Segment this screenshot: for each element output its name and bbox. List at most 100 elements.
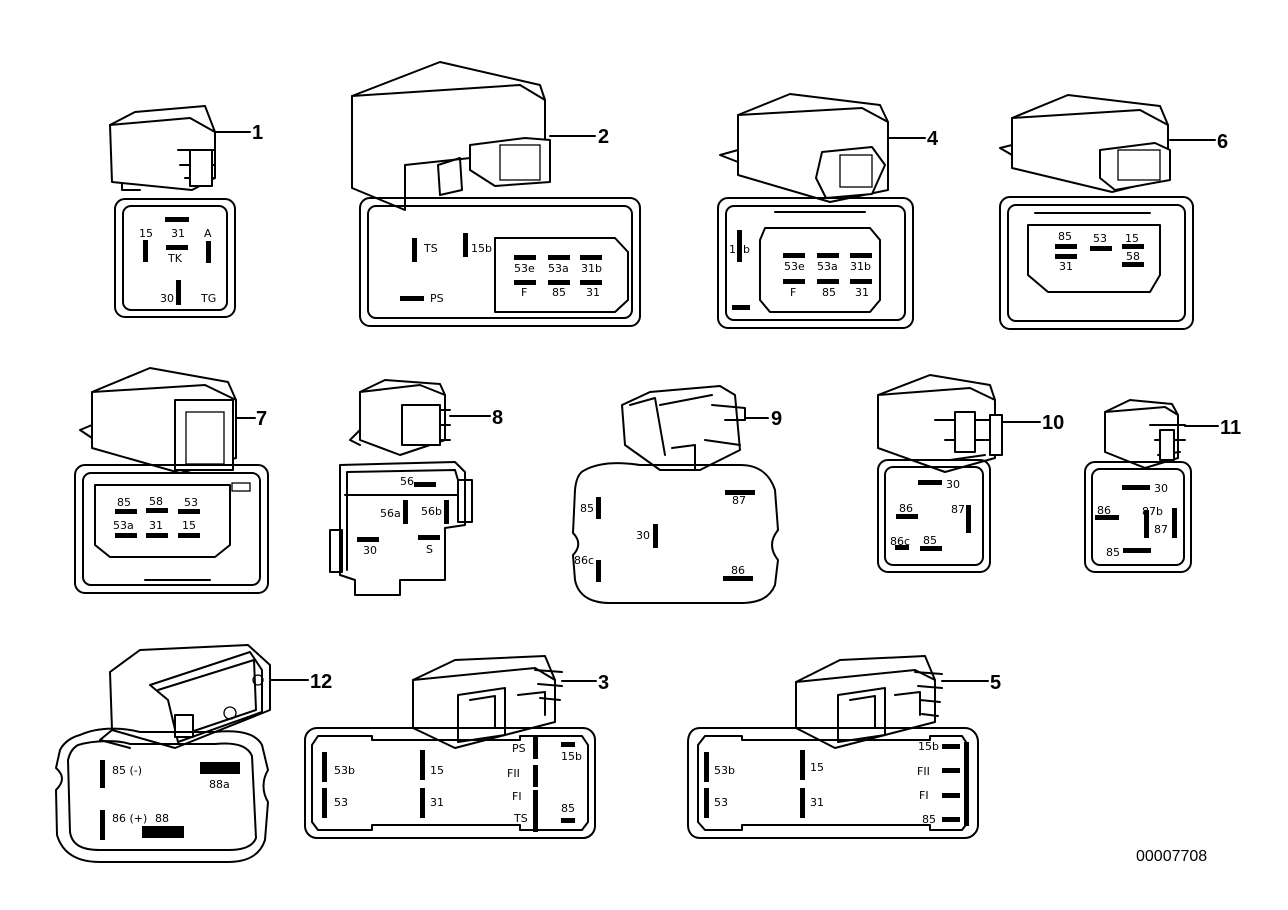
relay-5-pin-label: 85 (922, 813, 936, 826)
relay-10-pin-label: 85 (923, 534, 937, 547)
relay-4-pinout: 15b 53e 53a 31b F 85 31 (717, 197, 914, 329)
relay-3-pin-label: PS (512, 742, 526, 755)
relay-10-pin-label: 30 (946, 478, 960, 491)
relay-6-pinout: 85 53 15 31 58 (999, 196, 1194, 330)
relay-9-callout: 9 (771, 408, 782, 430)
relay-5-pinout: 53b 15 15b FII 53 31 FI 85 (687, 727, 979, 839)
relay-3-pin-label: FI (512, 790, 522, 803)
relay-5: 5 53b 15 15b FII 53 31 FI 85 (687, 655, 1001, 839)
relay-7-pin-label: 85 (117, 496, 131, 509)
relay-10-pin-label: 87 (951, 503, 965, 516)
relay-12-pin-label: 85 (-) (112, 764, 142, 777)
relay-1-pinout: 31 15 A TK 30 TG (114, 198, 236, 318)
relay-4-body (719, 93, 926, 203)
relay-2-pin-label: 15b (471, 242, 492, 255)
relay-3-pin-label: 85 (561, 802, 575, 815)
relay-4-pin-label: 85 (822, 286, 836, 299)
relay-7: 7 85 58 53 53a 31 15 (74, 367, 269, 594)
relay-11-pin-label: 85 (1106, 546, 1120, 559)
relay-12-body (99, 644, 309, 749)
relay-4-pin-label: 31b (850, 260, 871, 273)
relay-3-pin-label: 15 (430, 764, 444, 777)
relay-1-callout: 1 (252, 122, 263, 144)
relay-9-pin-label: 30 (636, 529, 650, 542)
relay-10-pin-label: 86c (890, 535, 910, 548)
relay-3-body (412, 655, 597, 749)
relay-9-pin-label: 86 (731, 564, 745, 577)
relay-7-pinout: 85 58 53 53a 31 15 (74, 464, 269, 594)
relay-5-body (795, 655, 989, 749)
relay-3-pinout: 53b 15 PS 15b FII 53 31 FI 85 TS (304, 727, 596, 839)
relay-8-pin-label: 56b (421, 505, 442, 518)
relay-1-body (109, 105, 251, 191)
relay-12-pin-label: 86 (+) (112, 812, 147, 825)
relay-6-body (999, 94, 1216, 193)
relay-7-pin-label: 53a (113, 519, 134, 532)
relay-8-pin-label: 56a (380, 507, 401, 520)
relay-4-pin-label: 53a (817, 260, 838, 273)
relay-12-callout: 12 (310, 671, 332, 693)
relay-12-pinout: 85 (-) 88a 86 (+) 88 (55, 727, 269, 863)
relay-8-callout: 8 (492, 407, 503, 429)
relay-9-pin-label: 86c (574, 554, 594, 567)
relay-6-callout: 6 (1217, 131, 1228, 153)
relay-7-pin-label: 31 (149, 519, 163, 532)
relay-1-pin-label: 31 (171, 227, 185, 240)
relay-9-body (621, 385, 769, 471)
relay-10-callout: 10 (1042, 412, 1064, 434)
relay-3-pin-label: 15b (561, 750, 582, 763)
relay-6-pin-label: 85 (1058, 230, 1072, 243)
relay-10: 10 30 86 87 86c 85 (877, 374, 1064, 573)
relay-1-pin-label: TG (200, 292, 216, 305)
relay-1: 1 31 15 A TK 30 TG (109, 105, 263, 318)
relay-10-body (877, 374, 1041, 473)
relay-11-callout: 11 (1220, 417, 1241, 439)
relay-12-pin-label: 88a (209, 778, 230, 791)
relay-9: 9 85 87 30 86c 86 (572, 385, 782, 604)
relay-8-body (349, 379, 491, 456)
relay-9-pin-label: 87 (732, 494, 746, 507)
relay-8-pin-label: 30 (363, 544, 377, 557)
relay-7-pin-label: 58 (149, 495, 163, 508)
relay-2-body (351, 61, 596, 211)
relay-2-callout: 2 (598, 126, 609, 148)
relay-4-pin-label: 53e (784, 260, 805, 273)
relay-11-pinout: 30 86 87b 87 85 (1084, 461, 1192, 573)
relay-3-pin-label: 53 (334, 796, 348, 809)
relay-7-pin-label: 15 (182, 519, 196, 532)
relay-3: 3 53b 15 PS 15b FII 53 31 FI 85 TS (304, 655, 609, 839)
relay-5-pin-label: 15b (918, 740, 939, 753)
relay-6-pin-label: 58 (1126, 250, 1140, 263)
relay-11-pin-label: 87b (1142, 505, 1163, 518)
relay-5-pin-label: FII (917, 765, 930, 778)
relay-5-pin-label: FI (919, 789, 929, 802)
relay-11: 11 30 86 87b 87 85 (1084, 399, 1241, 573)
relay-2-pinout: TS PS 15b 53e 53a 31b F 85 31 (359, 197, 641, 327)
relay-2-pin-label: TS (423, 242, 438, 255)
relay-3-pin-label: 53b (334, 764, 355, 777)
relay-2-pin-label: F (521, 286, 527, 299)
relay-5-pin-label: 31 (810, 796, 824, 809)
relay-6: 6 85 53 15 31 58 (999, 94, 1228, 330)
relay-2-pin-label: PS (430, 292, 444, 305)
relay-3-pin-label: TS (513, 812, 528, 825)
drawing-number: 00007708 (1136, 848, 1207, 865)
relay-9-pin-label: 85 (580, 502, 594, 515)
relay-2-pin-label: 53a (548, 262, 569, 275)
relay-12: 12 85 (-) 88a 86 (+) 88 (55, 644, 332, 863)
relay-7-callout: 7 (256, 408, 267, 430)
relay-7-body (79, 367, 256, 474)
relay-1-pin-label: 15 (139, 227, 153, 240)
relay-2-pin-label: 85 (552, 286, 566, 299)
relay-10-pinout: 30 86 87 86c 85 (877, 459, 991, 573)
relay-11-pin-label: 86 (1097, 504, 1111, 517)
relay-6-pin-label: 53 (1093, 232, 1107, 245)
relay-2: 2 TS PS 15b 53e 53a 31b F 85 31 (351, 61, 641, 327)
relay-5-callout: 5 (990, 672, 1001, 694)
relay-4-pin-label: F (790, 286, 796, 299)
relay-3-pin-label: 31 (430, 796, 444, 809)
relay-4: 4 15b 53e 53a 31b F 85 31 (717, 93, 939, 329)
relay-1-pin-label: 30 (160, 292, 174, 305)
relay-8: 8 56 56a 56b 30 S (329, 379, 503, 596)
